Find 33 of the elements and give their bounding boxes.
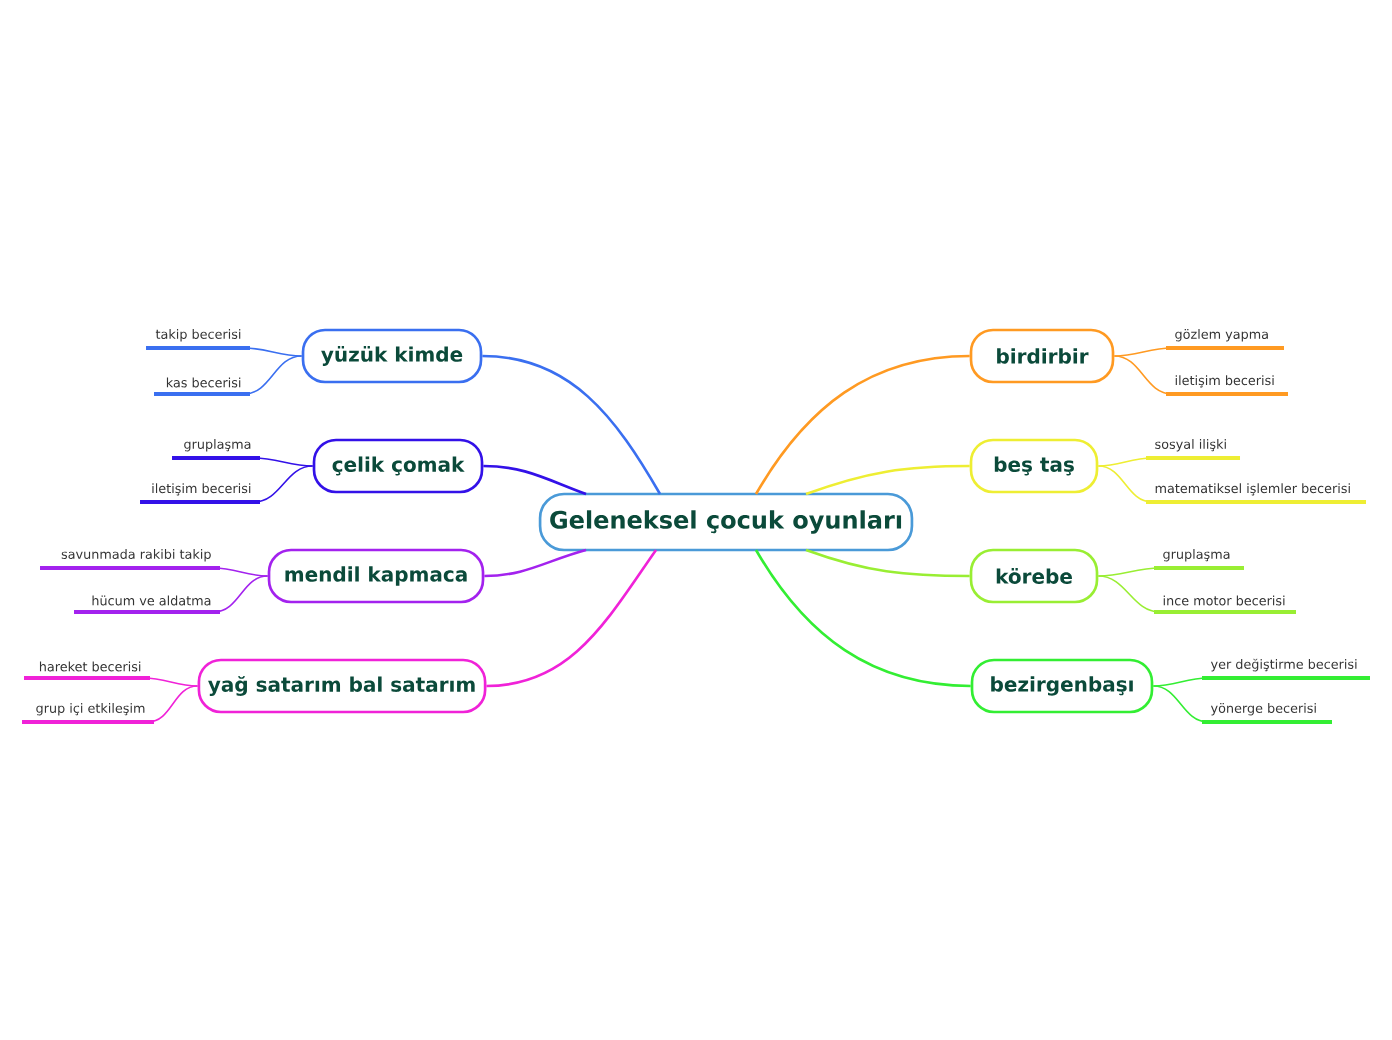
branch-box: çelik çomak <box>312 438 484 494</box>
connector <box>1097 457 1153 467</box>
connector <box>754 354 970 495</box>
connector <box>483 464 587 496</box>
connector <box>805 464 970 496</box>
connector <box>213 575 269 613</box>
connector <box>1152 685 1209 723</box>
topic-box: Geleneksel çocuk oyunları <box>538 492 914 552</box>
connector <box>253 465 314 503</box>
connector <box>243 355 303 395</box>
connector <box>754 549 971 688</box>
connector <box>213 567 269 577</box>
connector <box>253 457 314 467</box>
connector <box>147 685 199 723</box>
connector <box>482 354 662 495</box>
connector <box>1097 575 1161 613</box>
branch-box: yağ satarım bal satarım <box>197 658 487 714</box>
branch-box: yüzük kimde <box>301 328 483 384</box>
connector <box>805 548 970 578</box>
connector <box>1152 677 1209 687</box>
connector <box>1113 347 1173 357</box>
connector <box>143 677 199 687</box>
connector <box>486 549 658 688</box>
connector <box>243 347 303 357</box>
connector <box>1097 465 1153 503</box>
connector <box>1113 355 1173 395</box>
branch-box: mendil kapmaca <box>267 548 485 604</box>
branch-box: körebe <box>969 548 1099 604</box>
connector <box>484 548 587 578</box>
branch-box: beş taş <box>969 438 1099 494</box>
branch-box: birdirbir <box>969 328 1115 384</box>
branch-box: bezirgenbaşı <box>970 658 1154 714</box>
connector <box>1097 567 1161 577</box>
